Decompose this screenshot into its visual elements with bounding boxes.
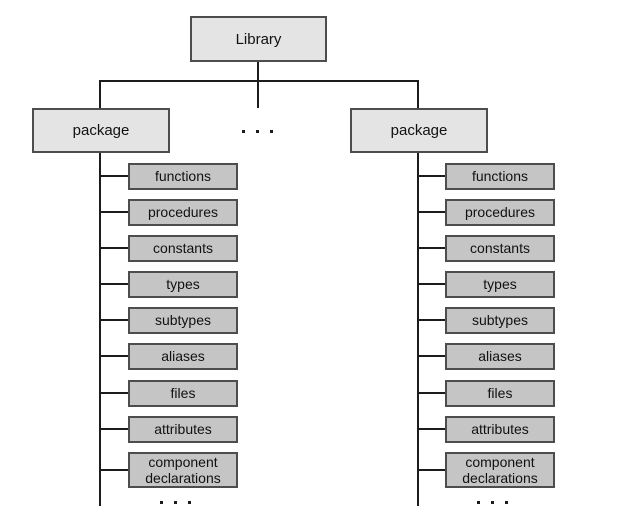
connector-root-horizontal — [99, 80, 419, 82]
connector-stub — [417, 392, 445, 394]
node-attributes-right: attributes — [445, 416, 555, 443]
node-package-right: package — [350, 108, 488, 153]
ellipsis-icon-middle — [189, 128, 326, 134]
node-aliases-left: aliases — [128, 343, 238, 370]
connector-drop-left — [99, 80, 101, 108]
connector-stub — [417, 319, 445, 321]
connector-stub — [417, 355, 445, 357]
dot-icon — [187, 500, 191, 504]
dot-icon — [490, 500, 494, 504]
node-component-declarations-right: component declarations — [445, 452, 555, 488]
connector-root-middle — [257, 62, 259, 108]
node-types-left: types — [128, 271, 238, 298]
connector-stub — [99, 211, 128, 213]
connector-stub — [417, 175, 445, 177]
node-aliases-right: aliases — [445, 343, 555, 370]
trunk-left — [99, 153, 101, 506]
node-functions-left: functions — [128, 163, 238, 190]
connector-stub — [99, 355, 128, 357]
dot-icon — [242, 129, 245, 133]
node-subtypes-left: subtypes — [128, 307, 238, 334]
node-subtypes-right: subtypes — [445, 307, 555, 334]
node-library: Library — [190, 16, 327, 62]
dot-icon — [270, 129, 273, 133]
ellipsis-icon-bottom-right — [437, 499, 547, 505]
connector-stub — [417, 469, 445, 471]
connector-stub — [417, 428, 445, 430]
dot-icon — [256, 129, 259, 133]
node-functions-right: functions — [445, 163, 555, 190]
connector-stub — [99, 247, 128, 249]
node-attributes-left: attributes — [128, 416, 238, 443]
node-files-right: files — [445, 380, 555, 407]
connector-stub — [99, 469, 128, 471]
ellipsis-icon-bottom-left — [120, 499, 230, 505]
connector-stub — [99, 392, 128, 394]
dot-icon — [504, 500, 508, 504]
node-procedures-left: procedures — [128, 199, 238, 226]
dot-icon — [476, 500, 480, 504]
node-procedures-right: procedures — [445, 199, 555, 226]
dot-icon — [159, 500, 163, 504]
node-constants-right: constants — [445, 235, 555, 262]
connector-stub — [99, 428, 128, 430]
trunk-right — [417, 153, 419, 506]
connector-stub — [417, 211, 445, 213]
connector-stub — [99, 319, 128, 321]
node-package-left: package — [32, 108, 170, 153]
dot-icon — [173, 500, 177, 504]
node-files-left: files — [128, 380, 238, 407]
node-types-right: types — [445, 271, 555, 298]
node-constants-left: constants — [128, 235, 238, 262]
connector-drop-right — [417, 80, 419, 108]
node-component-declarations-left: component declarations — [128, 452, 238, 488]
connector-stub — [99, 283, 128, 285]
connector-stub — [99, 175, 128, 177]
connector-stub — [417, 283, 445, 285]
connector-stub — [417, 247, 445, 249]
